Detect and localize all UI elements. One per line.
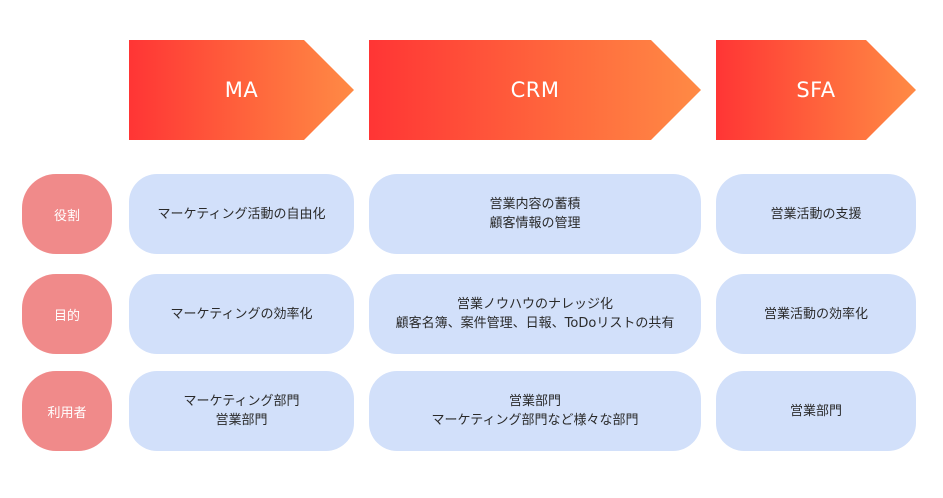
cell-role-crm: 営業内容の蓄積 顧客情報の管理	[369, 174, 701, 254]
header-arrow-sfa: SFA	[716, 40, 916, 140]
header-label-crm: CRM	[510, 78, 560, 102]
cell-line: 営業活動の効率化	[763, 306, 868, 322]
cell-users-crm: 営業部門 マーケティング部門など様々な部門	[369, 371, 701, 451]
cell-purpose-sfa: 営業活動の効率化	[716, 274, 916, 354]
cell-line: マーケティングの効率化	[170, 306, 313, 322]
cell-line: 営業内容の蓄積	[489, 197, 581, 212]
cell-purpose-ma: マーケティングの効率化	[129, 274, 354, 354]
cell-users-ma: マーケティング部門 営業部門	[129, 371, 354, 451]
cell-purpose-crm: 営業ノウハウのナレッジ化 顧客名簿、案件管理、日報、ToDoリストの共有	[369, 274, 701, 354]
cell-role-ma: マーケティング活動の自由化	[129, 174, 354, 254]
cell-line: 営業活動の支援	[770, 206, 862, 222]
row-label-users: 利用者	[22, 371, 112, 451]
row-label-role: 役割	[22, 174, 112, 254]
cell-line: マーケティング活動の自由化	[157, 206, 326, 222]
header-arrow-ma: MA	[129, 40, 354, 140]
header-label-sfa: SFA	[796, 78, 836, 102]
cell-line: 営業部門	[508, 394, 561, 409]
cell-line: 営業部門	[215, 413, 268, 428]
cell-line: 顧客情報の管理	[489, 216, 581, 231]
header-label-ma: MA	[224, 78, 259, 102]
cell-line: マーケティング部門など様々な部門	[431, 413, 639, 428]
cell-role-sfa: 営業活動の支援	[716, 174, 916, 254]
cell-line: マーケティング部門	[183, 394, 300, 409]
cell-line: 営業ノウハウのナレッジ化	[456, 297, 613, 312]
row-label-purpose: 目的	[22, 274, 112, 354]
cell-line: 営業部門	[789, 403, 842, 419]
header-arrow-crm: CRM	[369, 40, 701, 140]
cell-line: 顧客名簿、案件管理、日報、ToDoリストの共有	[395, 316, 675, 331]
cell-users-sfa: 営業部門	[716, 371, 916, 451]
